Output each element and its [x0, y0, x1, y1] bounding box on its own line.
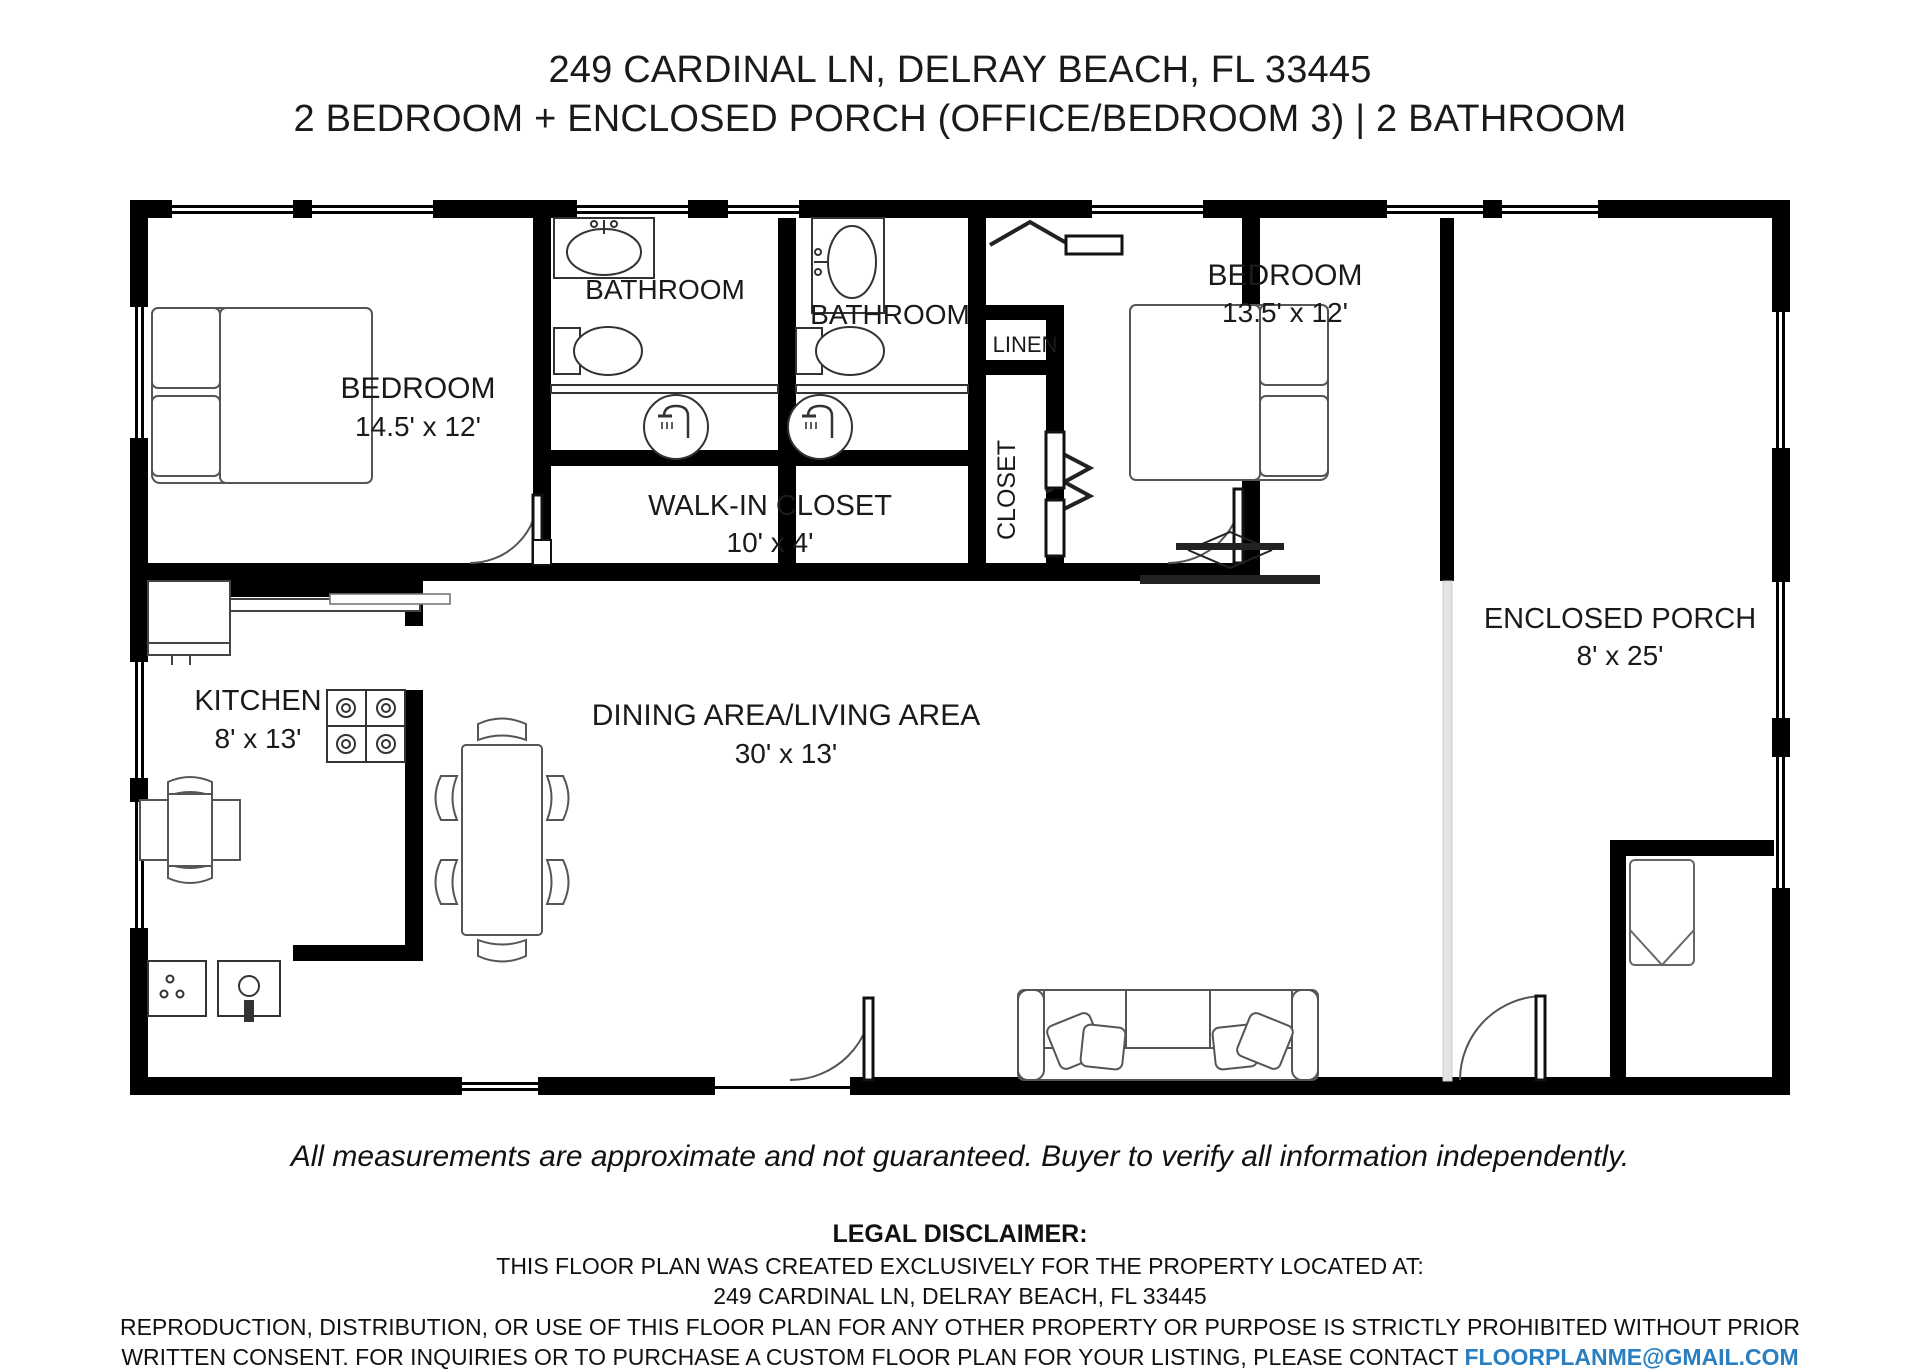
window-group-top — [168, 200, 1602, 218]
bed-right-bedroom — [1129, 304, 1329, 481]
floor-plan-drawing: BEDROOM 14.5' x 12' BATHROOM BATHROOM WA… — [130, 200, 1790, 1130]
porch-nook-furniture — [1629, 859, 1695, 967]
sink-basin-left — [566, 228, 642, 276]
shower-right — [787, 384, 969, 460]
label-walkin-closet-name: WALK-IN CLOSET — [648, 490, 892, 522]
legal-contact-prefix: WRITTEN CONSENT. FOR INQUIRIES OR TO PUR… — [121, 1344, 1465, 1371]
kitchen-appliance — [147, 960, 207, 1017]
sofa — [1017, 989, 1319, 1081]
toilet-right — [795, 326, 885, 376]
label-bathroom-left-name: BATHROOM — [585, 274, 745, 305]
label-enclosed-porch-dims: 8' x 25' — [1577, 640, 1664, 671]
label-dining-living-name: DINING AREA/LIVING AREA — [592, 699, 980, 732]
floor-plan-svg: BEDROOM 14.5' x 12' BATHROOM BATHROOM WA… — [130, 200, 1790, 1130]
walkin-closet-doorway — [532, 539, 552, 566]
door-leaf-group — [531, 487, 1547, 1082]
room-label-group: BEDROOM 14.5' x 12' BATHROOM BATHROOM WA… — [194, 259, 1756, 769]
porch-glass-partition — [1442, 580, 1453, 1082]
toilet-left — [553, 326, 643, 376]
kitchen-table-set — [139, 776, 241, 884]
bifold-door-panels — [1044, 234, 1124, 558]
label-closet-name: CLOSET — [993, 440, 1021, 540]
window-group-bottom — [458, 1077, 850, 1095]
shower-left — [550, 384, 779, 460]
sink-basin-right — [827, 225, 877, 299]
kitchen-counter-knobs — [171, 655, 191, 665]
kitchen-counter-upper — [147, 580, 231, 644]
legal-disclaimer-line-4: WRITTEN CONSENT. FOR INQUIRIES OR TO PUR… — [0, 1342, 1920, 1372]
dining-table-set — [434, 717, 570, 963]
legal-disclaimer-line-2: 249 CARDINAL LN, DELRAY BEACH, FL 33445 — [713, 1283, 1207, 1310]
ceiling-fixture-icon — [1140, 530, 1320, 584]
kitchen-counter-edge — [147, 642, 231, 656]
label-bedroom-left-dims: 14.5' x 12' — [355, 411, 481, 442]
faucet-left — [590, 220, 618, 234]
contact-email-link[interactable]: FLOORPLANME@GMAIL.COM — [1464, 1344, 1799, 1371]
kitchen-fixtures — [139, 580, 451, 1022]
legal-disclaimer-line-1: THIS FLOOR PLAN WAS CREATED EXCLUSIVELY … — [496, 1253, 1424, 1279]
window-group-right — [1772, 308, 1790, 892]
legal-disclaimer-line-3: REPRODUCTION, DISTRIBUTION, OR USE OF TH… — [119, 1313, 1801, 1340]
label-bathroom-right-name: BATHROOM — [810, 299, 970, 330]
title-description-line: 2 BEDROOM + ENCLOSED PORCH (OFFICE/BEDRO… — [293, 97, 1627, 140]
label-linen-name: LINEN — [993, 332, 1058, 357]
faucet-right — [814, 248, 828, 276]
page-title: 249 CARDINAL LN, DELRAY BEACH, FL 33445 … — [0, 46, 1920, 143]
bathroom-right-fixtures — [787, 217, 969, 460]
window-group-left — [130, 303, 148, 932]
label-bedroom-right-dims: 13.5' x 12' — [1222, 297, 1348, 328]
measurements-note: All measurements are approximate and not… — [290, 1140, 1630, 1173]
label-bedroom-left-name: BEDROOM — [340, 372, 495, 405]
label-kitchen-name: KITCHEN — [194, 685, 321, 717]
stove-range — [326, 689, 406, 763]
label-walkin-closet-dims: 10' x 4' — [727, 527, 814, 558]
title-address-line: 249 CARDINAL LN, DELRAY BEACH, FL 33445 — [548, 49, 1372, 91]
legal-disclaimer-heading: LEGAL DISCLAIMER: — [832, 1220, 1088, 1248]
label-bedroom-right-name: BEDROOM — [1207, 259, 1362, 292]
label-kitchen-dims: 8' x 13' — [215, 723, 302, 754]
kitchen-sink — [217, 960, 281, 1022]
bathroom-left-fixtures — [550, 217, 779, 460]
label-dining-living-dims: 30' x 13' — [735, 738, 838, 769]
bed-left-bedroom — [151, 307, 373, 484]
legal-disclaimer-block: LEGAL DISCLAIMER: THIS FLOOR PLAN WAS CR… — [0, 1218, 1920, 1372]
label-enclosed-porch-name: ENCLOSED PORCH — [1484, 603, 1756, 635]
kitchen-counter-overhang — [329, 593, 451, 605]
plan-background — [130, 200, 1790, 1130]
